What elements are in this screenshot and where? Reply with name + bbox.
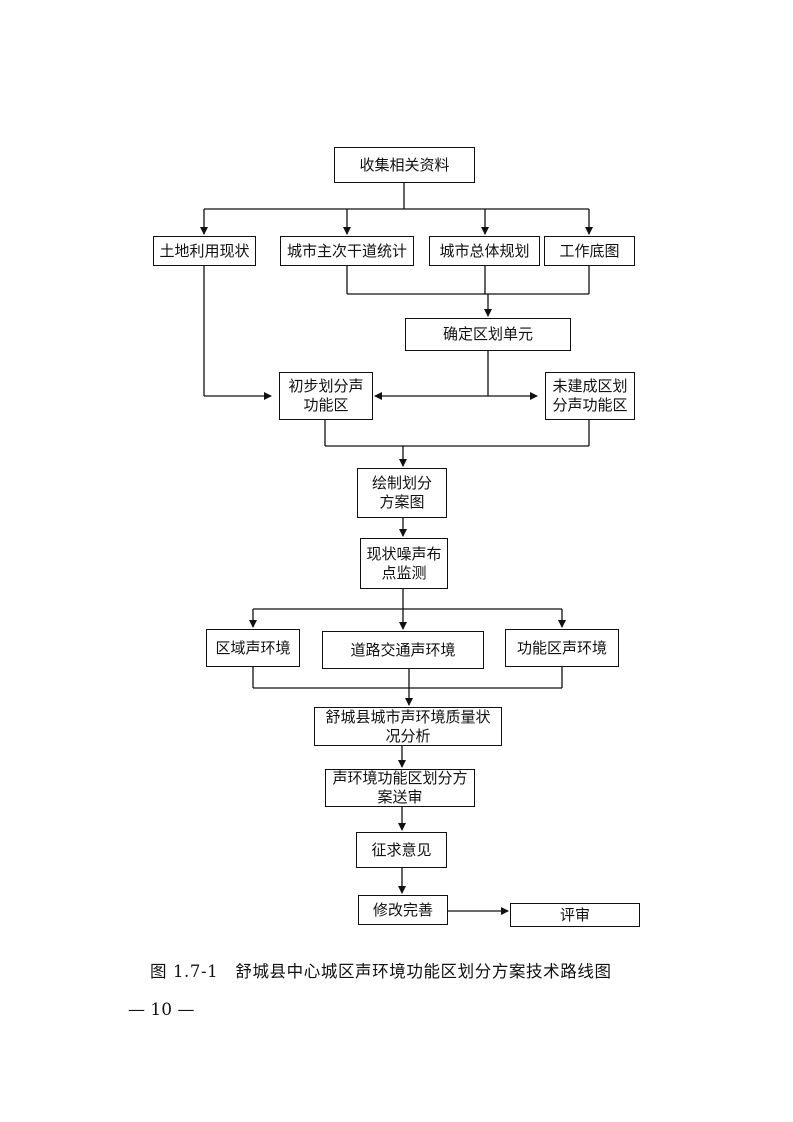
node-analysis: 舒城县城市声环境质量状 况分析 <box>314 707 502 746</box>
node-land-use: 土地利用现状 <box>153 236 256 266</box>
node-unit: 确定区划单元 <box>405 318 571 351</box>
node-unbuilt: 未建成区划 分声功能区 <box>545 372 635 420</box>
node-submit: 声环境功能区划分方 案送审 <box>325 769 475 807</box>
node-opinion: 征求意见 <box>356 832 447 868</box>
node-traffic: 道路交通声环境 <box>322 631 484 669</box>
node-regional: 区域声环境 <box>206 629 300 667</box>
node-collect: 收集相关资料 <box>334 147 475 183</box>
node-improve: 修改完善 <box>358 895 448 925</box>
node-review: 评审 <box>510 903 640 927</box>
node-functional: 功能区声环境 <box>505 629 619 667</box>
node-monitor: 现状噪声布 点监测 <box>360 538 448 589</box>
figure-caption: 图 1.7-1 舒城县中心城区声环境功能区划分方案技术路线图 <box>150 962 612 981</box>
node-draw: 绘制划分 方案图 <box>357 468 447 518</box>
page-number: — 10 — <box>128 1000 195 1020</box>
node-base-map: 工作底图 <box>544 236 635 266</box>
node-prelim: 初步划分声 功能区 <box>279 372 373 420</box>
node-roads: 城市主次干道统计 <box>280 236 414 266</box>
node-master-plan: 城市总体规划 <box>429 236 540 266</box>
